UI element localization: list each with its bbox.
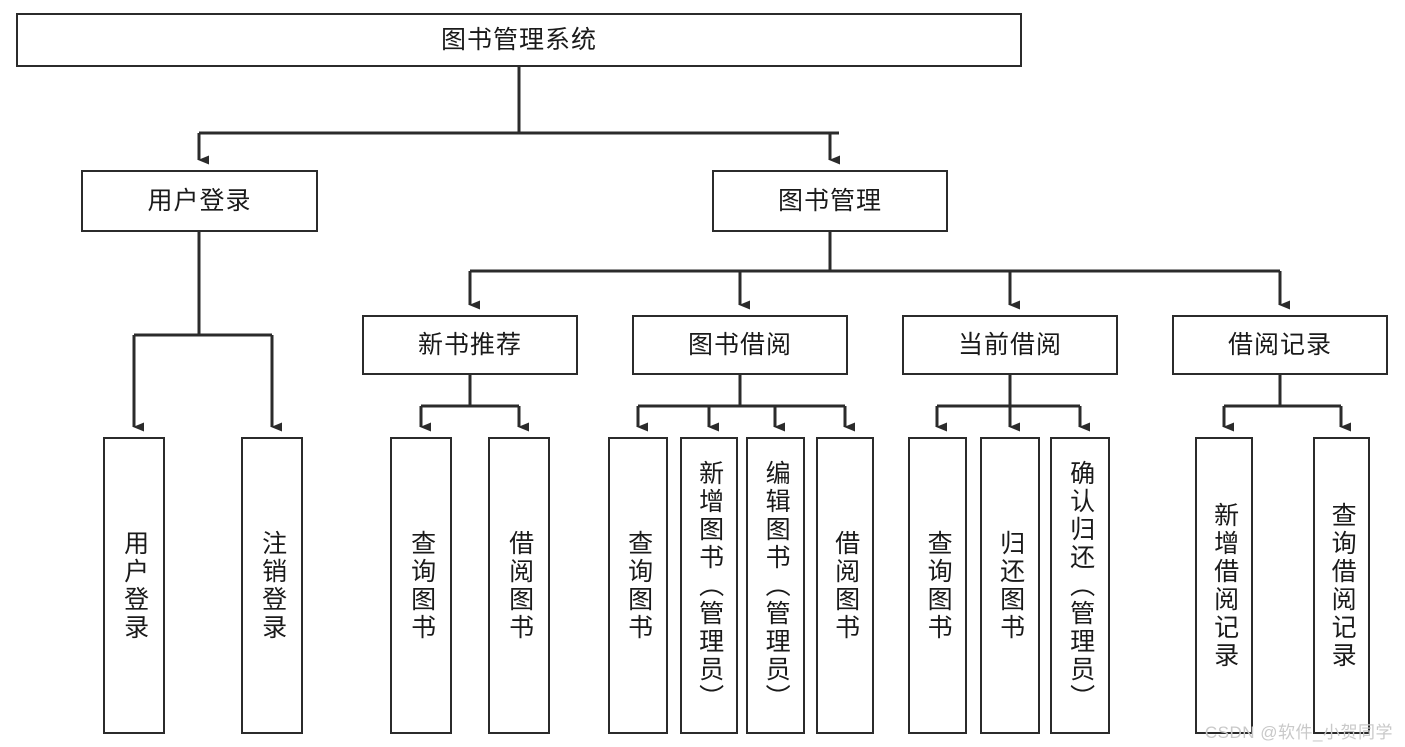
leaf-return-book-label: 归还图书 [996,529,1025,642]
leaf-query-book-bb-label: 查询图书 [624,529,653,642]
leaf-user-login[interactable]: 用户登录 [103,437,165,734]
leaf-borrow-book-nbr[interactable]: 借阅图书 [488,437,550,734]
leaf-query-borrow-record-label: 查询借阅记录 [1328,501,1357,670]
leaf-borrow-book-nbr-label: 借阅图书 [505,529,534,642]
leaf-edit-book-admin-label: 编辑图书（管理员） [762,459,791,712]
leaf-query-book-cb[interactable]: 查询图书 [908,437,967,734]
leaf-logout[interactable]: 注销登录 [241,437,303,734]
leaf-return-book[interactable]: 归还图书 [980,437,1040,734]
leaf-borrow-book-bb-label: 借阅图书 [831,529,860,642]
node-borrow-record-label: 借阅记录 [1227,331,1332,359]
leaf-add-book-admin-label: 新增图书（管理员） [695,459,724,712]
leaf-edit-book-admin[interactable]: 编辑图书（管理员） [746,437,805,734]
leaf-add-book-admin[interactable]: 新增图书（管理员） [680,437,738,734]
node-book-management-label: 图书管理 [777,187,882,215]
node-new-book-recommend-label: 新书推荐 [417,331,522,359]
leaf-add-borrow-record[interactable]: 新增借阅记录 [1195,437,1253,734]
leaf-query-book-nbr-label: 查询图书 [407,529,436,642]
leaf-query-book-cb-label: 查询图书 [924,529,953,642]
node-root-label: 图书管理系统 [440,26,597,54]
node-current-borrow-label: 当前借阅 [957,331,1062,359]
node-current-borrow[interactable]: 当前借阅 [902,315,1118,375]
node-book-borrow[interactable]: 图书借阅 [632,315,848,375]
leaf-confirm-return-admin[interactable]: 确认归还（管理员） [1050,437,1110,734]
csdn-watermark: CSDN @软件_小贺同学 [1204,723,1393,742]
leaf-query-book-nbr[interactable]: 查询图书 [390,437,452,734]
node-borrow-record[interactable]: 借阅记录 [1172,315,1388,375]
node-book-borrow-label: 图书借阅 [687,331,792,359]
leaf-borrow-book-bb[interactable]: 借阅图书 [816,437,874,734]
leaf-add-borrow-record-label: 新增借阅记录 [1210,501,1239,670]
node-user-login[interactable]: 用户登录 [81,170,318,232]
node-root-book-management-system[interactable]: 图书管理系统 [16,13,1022,67]
leaf-query-borrow-record[interactable]: 查询借阅记录 [1313,437,1370,734]
node-new-book-recommend[interactable]: 新书推荐 [362,315,578,375]
node-book-management[interactable]: 图书管理 [712,170,948,232]
leaf-query-book-bb[interactable]: 查询图书 [608,437,668,734]
leaf-confirm-return-admin-label: 确认归还（管理员） [1066,459,1095,712]
node-user-login-label: 用户登录 [147,187,252,215]
leaf-user-login-label: 用户登录 [120,529,149,642]
leaf-logout-label: 注销登录 [258,529,287,642]
